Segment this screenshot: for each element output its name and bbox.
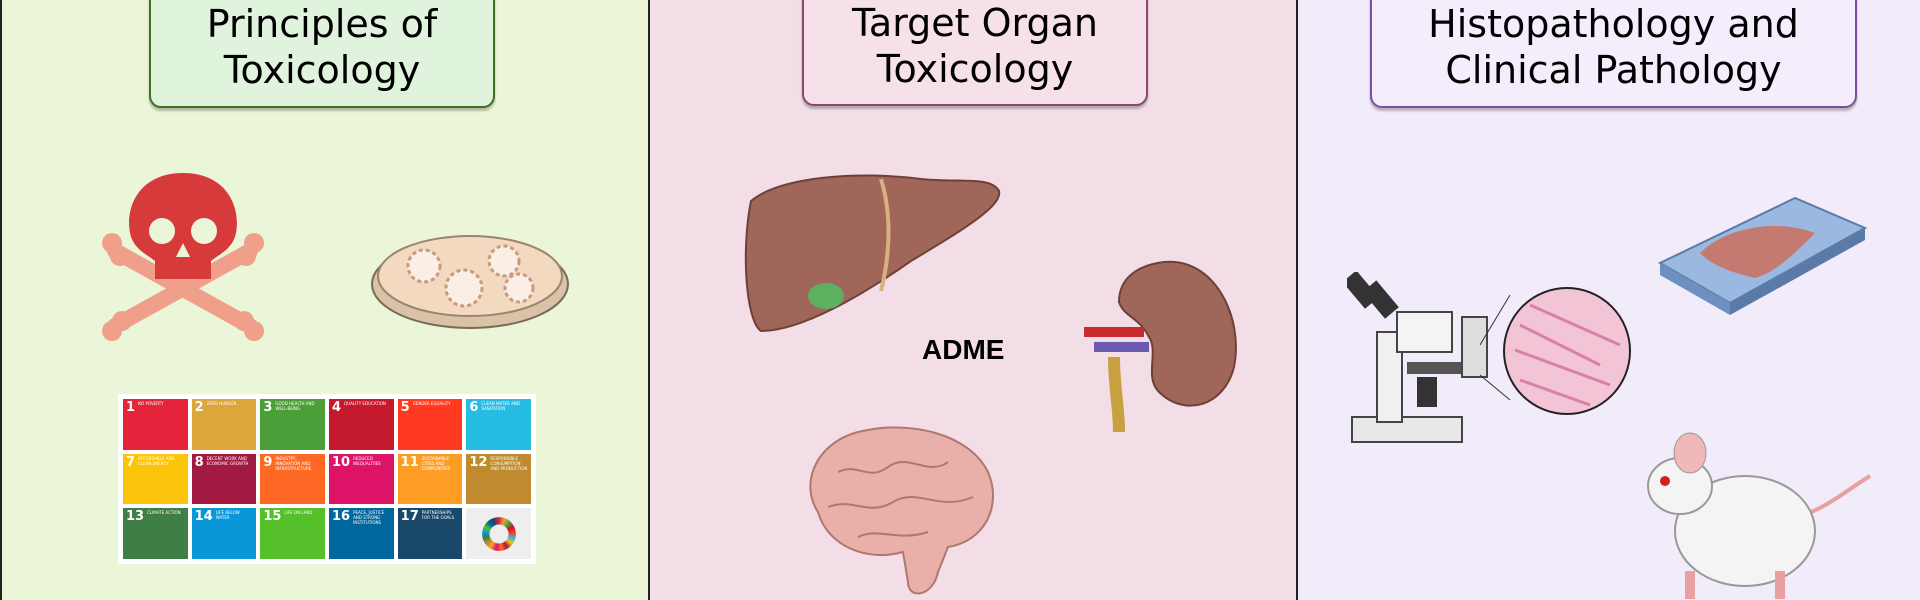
sdg-label: Industry, innovation and infrastructure bbox=[275, 455, 312, 471]
title-box-histopathology: Histopathology and Clinical Pathology bbox=[1370, 0, 1857, 108]
sdg-label: Gender equality bbox=[412, 401, 451, 406]
sdg-label: Life on land bbox=[284, 510, 313, 516]
sdg-tile: 7Affordable and clean energy bbox=[123, 453, 188, 505]
kidney-icon bbox=[1084, 260, 1237, 432]
sdg-tile: 4Quality education bbox=[328, 399, 394, 450]
sdg-number: 17 bbox=[400, 509, 419, 525]
sdg-tile: 12Responsible consumption and production bbox=[466, 453, 531, 505]
sdg-tile: 2Zero hunger bbox=[191, 399, 257, 450]
sdg-label: Affordable and clean energy bbox=[138, 455, 175, 466]
sdg-label: Good health and well-being bbox=[275, 401, 315, 411]
sdg-number: 9 bbox=[263, 454, 273, 470]
sdg-tile: 8Decent work and economic growth bbox=[191, 453, 257, 505]
panel-principles-of-toxicology: Principles of Toxicology 1No poverty2Zer… bbox=[0, 0, 648, 600]
sdg-tile: 13Climate action bbox=[123, 508, 188, 559]
sdg-number: 14 bbox=[194, 509, 213, 525]
sdg-number: 1 bbox=[126, 400, 136, 415]
title-line-1: Principles of bbox=[206, 2, 438, 46]
sdg-tile: 11Sustainable cities and communities bbox=[397, 453, 463, 505]
title-box-principles: Principles of Toxicology bbox=[149, 0, 495, 108]
sdg-number: 10 bbox=[331, 454, 351, 470]
sdg-tile: 6Clean water and sanitation bbox=[466, 399, 531, 450]
sdg-wheel-logo-icon bbox=[466, 508, 531, 559]
title-line-2: Toxicology bbox=[223, 48, 421, 92]
sdg-number: 3 bbox=[263, 400, 273, 415]
sdg-label: Climate action bbox=[147, 510, 181, 516]
sdg-label: Peace, justice and strong institutions bbox=[353, 510, 385, 526]
sdg-number: 2 bbox=[194, 400, 204, 415]
sdg-label: Responsible consumption and production bbox=[490, 455, 528, 471]
sdg-tile: 5Gender equality bbox=[397, 399, 463, 450]
panel-histopathology-clinical-pathology: Histopathology and Clinical Pathology bbox=[1296, 0, 1920, 600]
sdg-label: Reduced inequalities bbox=[353, 455, 381, 466]
sdg-tile: 1No poverty bbox=[123, 399, 188, 450]
sdg-label: Clean water and sanitation bbox=[481, 401, 520, 411]
sdg-number: 6 bbox=[469, 400, 479, 415]
title-line-1: Target Organ bbox=[852, 1, 1098, 45]
title-box-target-organ: Target Organ Toxicology bbox=[802, 0, 1148, 106]
microscope-icon bbox=[1347, 272, 1488, 443]
tissue-slide-icon bbox=[1657, 196, 1868, 315]
title-line-1: Histopathology and bbox=[1428, 2, 1799, 46]
sdg-tile: 15Life on land bbox=[260, 508, 325, 559]
sdg-label: Sustainable cities and communities bbox=[421, 455, 451, 471]
sdg-number: 8 bbox=[194, 454, 204, 470]
title-line-2: Clinical Pathology bbox=[1445, 48, 1782, 92]
sdg-label: Life below water bbox=[215, 510, 240, 521]
sdg-tile: 3Good health and well-being bbox=[260, 399, 325, 450]
sdg-tile: 16Peace, justice and strong institutions bbox=[328, 508, 394, 559]
sdg-tile: 17Partnerships for the goals bbox=[397, 508, 463, 559]
sdg-number: 15 bbox=[263, 509, 282, 525]
lab-mouse-icon bbox=[1647, 432, 1872, 599]
sdg-label: Zero hunger bbox=[206, 401, 237, 406]
sdg-tile: 9Industry, innovation and infrastructure bbox=[260, 453, 325, 505]
sdg-number: 16 bbox=[331, 509, 351, 525]
adme-label: ADME bbox=[922, 334, 1005, 365]
sdg-number: 12 bbox=[469, 454, 488, 470]
sdg-label: No poverty bbox=[138, 401, 164, 406]
brain-icon bbox=[809, 426, 994, 595]
sdg-label: Partnerships for the goals bbox=[421, 510, 455, 521]
petri-dish-icon bbox=[371, 235, 569, 329]
sdg-number: 13 bbox=[126, 509, 145, 525]
sdg-number: 5 bbox=[400, 400, 410, 415]
title-line-2: Toxicology bbox=[876, 47, 1074, 91]
sdg-label: Decent work and economic growth bbox=[206, 455, 249, 466]
sdg-number: 7 bbox=[126, 454, 136, 470]
liver-icon bbox=[744, 174, 1001, 333]
sdg-label: Quality education bbox=[344, 401, 386, 406]
sdg-number: 4 bbox=[331, 400, 342, 415]
skull-crossbones-icon bbox=[102, 173, 264, 341]
sdg-number: 11 bbox=[400, 454, 419, 470]
sdg-tile: 14Life below water bbox=[191, 508, 257, 559]
histology-magnified-view-icon bbox=[1480, 287, 1631, 415]
sdg-tile: 10Reduced inequalities bbox=[328, 453, 394, 505]
sdg-goals-grid: 1No poverty2Zero hunger3Good health and … bbox=[118, 394, 536, 564]
